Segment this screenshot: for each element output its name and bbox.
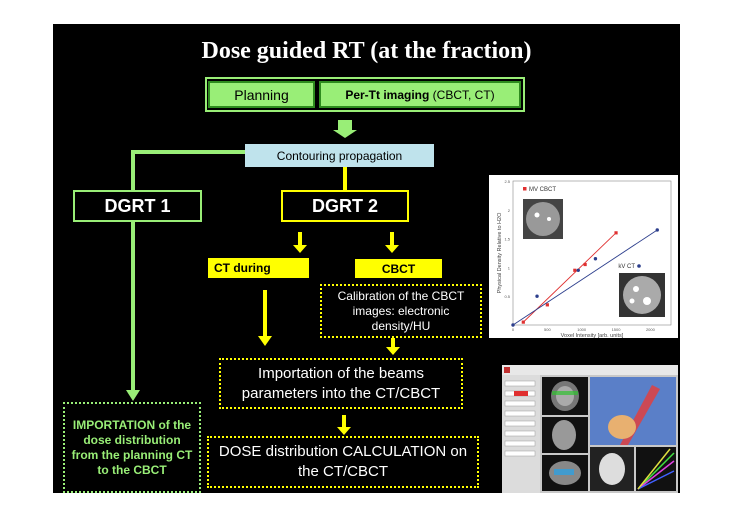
- yellow-arrow-ct-long-head-icon: [258, 336, 272, 346]
- y-tick-label: 2.5: [504, 179, 510, 184]
- y-axis-label: Physical Density Relative to H2O: [497, 212, 503, 293]
- x-tick-label: 500: [544, 327, 551, 332]
- slide: Dose guided RT (at the fraction) Plannin…: [53, 24, 680, 493]
- yellow-arrow-calib-stem: [391, 338, 395, 347]
- yellow-arrow-dose-stem: [342, 415, 346, 427]
- importation-beams-box: Importation of the beams parameters into…: [219, 358, 463, 409]
- kv-ct-line: [512, 229, 658, 326]
- per-tt-imaging-box: Per-Tt imaging (CBCT, CT): [319, 81, 521, 108]
- x-tick-label: 1500: [612, 327, 622, 332]
- dgrt2-label: DGRT 2: [311, 195, 378, 216]
- kv-ct-point: [655, 228, 659, 232]
- mv-legend-label: MV CBCT: [529, 187, 556, 193]
- yellow-arrow-dose-head-icon: [337, 427, 351, 435]
- kv-ct-point: [593, 257, 598, 261]
- mv-cbct-point: [545, 303, 549, 307]
- y-tick-label: 2: [508, 208, 511, 213]
- mv-phantom-insert: [534, 212, 540, 218]
- per-tt-imaging-rest: (CBCT, CT): [429, 87, 495, 102]
- cbct-label: CBCT: [381, 261, 416, 276]
- yellow-connector-contouring-dgrt2: [343, 167, 347, 190]
- x-tick-label: 1000: [577, 327, 587, 332]
- green-long-arrow-head-icon: [126, 390, 140, 401]
- green-connector-horizontal: [131, 150, 245, 154]
- mv-cbct-point: [583, 262, 587, 267]
- dgrt1-label: DGRT 1: [104, 195, 171, 216]
- green-down-arrow-stem: [338, 120, 352, 130]
- yellow-arrow-ct-long-stem: [263, 290, 267, 336]
- dose-calc-text: DOSE distribution CALCULATION on the CT/…: [218, 443, 468, 480]
- yellow-arrow-calib-head-icon: [386, 347, 400, 355]
- y-tick-label: 0.5: [504, 294, 510, 299]
- cbct-box: CBCT: [355, 259, 442, 278]
- mv-cbct-point: [521, 320, 525, 324]
- mv-phantom-insert: [547, 217, 551, 221]
- kv-phantom-disk: [623, 276, 661, 314]
- kv-ct-point: [576, 268, 580, 272]
- kv-phantom-insert: [633, 286, 639, 292]
- green-connector-vertical-short: [131, 150, 135, 190]
- dgrt1-box: DGRT 1: [73, 190, 202, 222]
- ct-during-label: CT during: [214, 261, 271, 275]
- x-tick-label: 2000: [646, 327, 656, 332]
- green-long-vertical: [131, 222, 135, 390]
- calibration-box: Calibration of the CBCT images: electron…: [320, 284, 482, 338]
- kv-phantom-insert: [643, 297, 651, 305]
- contouring-propagation-box: Contouring propagation: [245, 144, 434, 167]
- x-axis-label: Voxel Intensity [arb. units]: [561, 333, 624, 338]
- dose-calculation-box: DOSE distribution CALCULATION on the CT/…: [207, 436, 479, 488]
- planning-box: Planning: [208, 81, 315, 108]
- mv-cbct-line: [522, 232, 617, 323]
- chart-frame: [512, 180, 672, 326]
- x-tick-label: 0: [512, 327, 515, 332]
- yellow-arrow-ct-stem: [298, 232, 302, 245]
- kv-phantom-insert: [629, 298, 635, 304]
- kv-legend-marker: [637, 264, 641, 268]
- yellow-arrow-cbct-head-icon: [385, 245, 399, 253]
- dgrt2-box: DGRT 2: [281, 190, 409, 222]
- y-tick-label: 1.5: [504, 237, 510, 242]
- kv-ct-point: [535, 294, 539, 298]
- calibration-text: Calibration of the CBCT images: electron…: [337, 288, 465, 333]
- yellow-arrow-ct-head-icon: [293, 245, 307, 253]
- importation-dose-box: IMPORTATION of the dose distribution fro…: [63, 402, 201, 493]
- yellow-arrow-cbct-stem: [390, 232, 394, 245]
- contouring-label: Contouring propagation: [276, 148, 403, 163]
- mv-legend-marker: [523, 187, 527, 191]
- green-down-arrow-head-icon: [333, 130, 357, 138]
- mv-cbct-point: [614, 231, 618, 235]
- kv-legend-label: kV CT: [618, 264, 635, 270]
- kv-ct-point: [511, 323, 515, 327]
- ct-during-box: CT during: [208, 258, 309, 278]
- importation-dose-text: IMPORTATION of the dose distribution fro…: [71, 417, 193, 477]
- planning-label: Planning: [234, 86, 289, 103]
- mv-cbct-point: [573, 268, 577, 272]
- per-tt-imaging-bold: Per-Tt imaging: [345, 87, 430, 102]
- importation-beams-text: Importation of the beams parameters into…: [241, 364, 441, 402]
- slide-title: Dose guided RT (at the fraction): [201, 38, 532, 64]
- tps-screenshot-graphic: [502, 365, 678, 493]
- tps-screenshot-image: [502, 365, 678, 493]
- mv-phantom-disk: [526, 202, 560, 236]
- y-tick-label: 1: [508, 265, 511, 270]
